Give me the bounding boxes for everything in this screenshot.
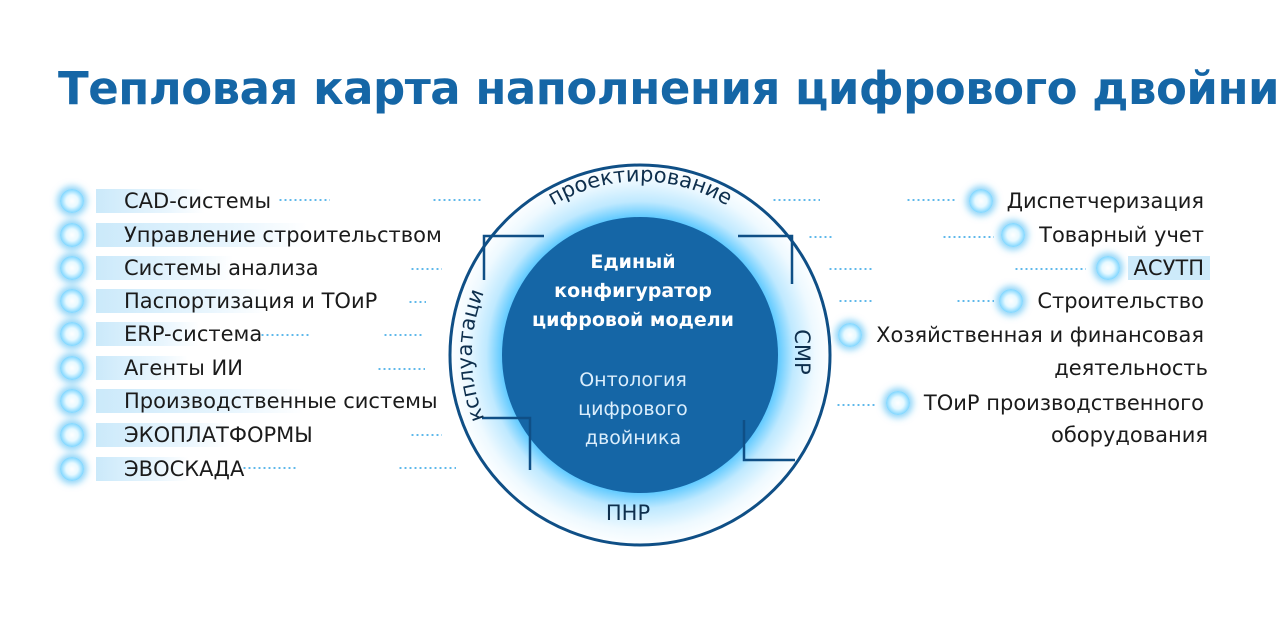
core-title-line: Единый — [590, 251, 675, 273]
connector-dots — [772, 199, 820, 201]
left-item-passport-toir: Паспортизация и ТОиР — [60, 286, 384, 316]
left-item-label: Производственные системы — [96, 389, 444, 413]
left-item-label: ЭВОСКАДА — [96, 457, 251, 481]
left-item-label: ERP-система — [96, 322, 269, 346]
core-subtitle-line: Онтология — [579, 369, 687, 391]
left-item-analysis-systems: Системы анализа — [60, 253, 325, 283]
left-item-label: Системы анализа — [96, 256, 325, 280]
right-item-label: Строительство — [1037, 289, 1204, 313]
left-item-evoscada: ЭВОСКАДА — [60, 454, 251, 484]
connector-dots — [377, 368, 425, 370]
connector-dots — [838, 300, 874, 302]
glow-bullet-icon — [60, 356, 84, 380]
glow-bullet-icon — [60, 256, 84, 280]
core-subtitle-line: цифрового — [578, 398, 688, 420]
ring-label-operation: эксплуатация — [0, 0, 489, 425]
right-item-commodity-accounting: Товарный учет — [1001, 220, 1210, 250]
left-item-construction-management: Управление строительством — [60, 220, 448, 250]
connector-dots — [242, 467, 298, 469]
connector-dots — [410, 268, 442, 270]
glow-bullet-icon — [885, 391, 910, 415]
glow-bullet-icon — [838, 323, 863, 347]
glow-bullet-icon — [60, 389, 84, 413]
left-item-label: Агенты ИИ — [96, 356, 249, 380]
right-item-economic-financial-line2: деятельность — [1054, 356, 1208, 380]
connector-dots — [836, 404, 876, 406]
segment-divider — [482, 416, 532, 470]
right-item-construction: Строительство — [999, 286, 1210, 316]
right-item-label: Хозяйственная и финансовая — [876, 323, 1204, 347]
connector-dots — [906, 199, 956, 201]
segment-divider — [742, 420, 795, 462]
right-item-label: Диспетчеризация — [1006, 189, 1204, 213]
right-item-toir-production: ТОиР производственного — [885, 388, 1210, 418]
right-item-toir-production-line2: оборудования — [1050, 423, 1208, 447]
left-item-ecoplatforms: ЭКОПЛАТФОРМЫ — [60, 420, 319, 450]
connector-dots — [408, 301, 426, 303]
right-item-label: ТОиР производственного — [923, 391, 1204, 415]
connector-dots — [1014, 268, 1086, 270]
glow-bullet-icon — [60, 322, 84, 346]
segment-divider — [738, 234, 794, 284]
ring-label-pnr: ПНР — [606, 501, 650, 525]
left-item-ai-agents: Агенты ИИ — [60, 353, 249, 383]
core-title-line: конфигуратор — [554, 280, 712, 302]
left-item-label: ЭКОПЛАТФОРМЫ — [96, 423, 319, 447]
glow-bullet-icon — [999, 289, 1024, 313]
right-item-asutp: АСУТП — [1095, 253, 1210, 283]
page-title: Тепловая карта наполнения цифрового двой… — [58, 62, 1280, 115]
right-item-label: Товарный учет — [1039, 223, 1204, 247]
connector-dots — [398, 467, 456, 469]
glow-bullet-icon — [1095, 256, 1120, 280]
connector-dots — [260, 334, 310, 336]
right-item-dispatching: Диспетчеризация — [968, 186, 1210, 216]
ring-label-smr: СМР — [790, 329, 814, 374]
glow-bullet-icon — [60, 457, 84, 481]
connector-dots — [410, 434, 442, 436]
left-item-label: Управление строительством — [96, 223, 448, 247]
connector-dots — [956, 300, 994, 302]
left-item-label: CAD-системы — [96, 189, 278, 213]
glow-bullet-icon — [60, 423, 84, 447]
connector-dots — [432, 199, 482, 201]
core-subtitle-line: двойника — [585, 427, 681, 449]
glow-bullet-icon — [968, 189, 993, 213]
segment-divider — [482, 234, 544, 280]
connector-dots — [828, 268, 872, 270]
connector-dots — [383, 334, 423, 336]
left-item-cad: CAD-системы — [60, 186, 278, 216]
connector-dots — [942, 236, 994, 238]
glow-bullet-icon — [60, 189, 84, 213]
right-item-economic-financial: Хозяйственная и финансовая — [838, 320, 1210, 350]
left-item-erp: ERP-система — [60, 319, 269, 349]
connector-dots — [278, 199, 330, 201]
connector-dots — [808, 236, 832, 238]
left-item-label: Паспортизация и ТОиР — [96, 289, 384, 313]
glow-bullet-icon — [60, 289, 84, 313]
core-title-line: цифровой модели — [532, 309, 734, 331]
core-circle — [502, 217, 778, 493]
glow-bullet-icon — [60, 223, 84, 247]
right-item-label: АСУТП — [1127, 256, 1210, 280]
glow-bullet-icon — [1001, 223, 1026, 247]
left-item-production-systems: Производственные системы — [60, 386, 444, 416]
